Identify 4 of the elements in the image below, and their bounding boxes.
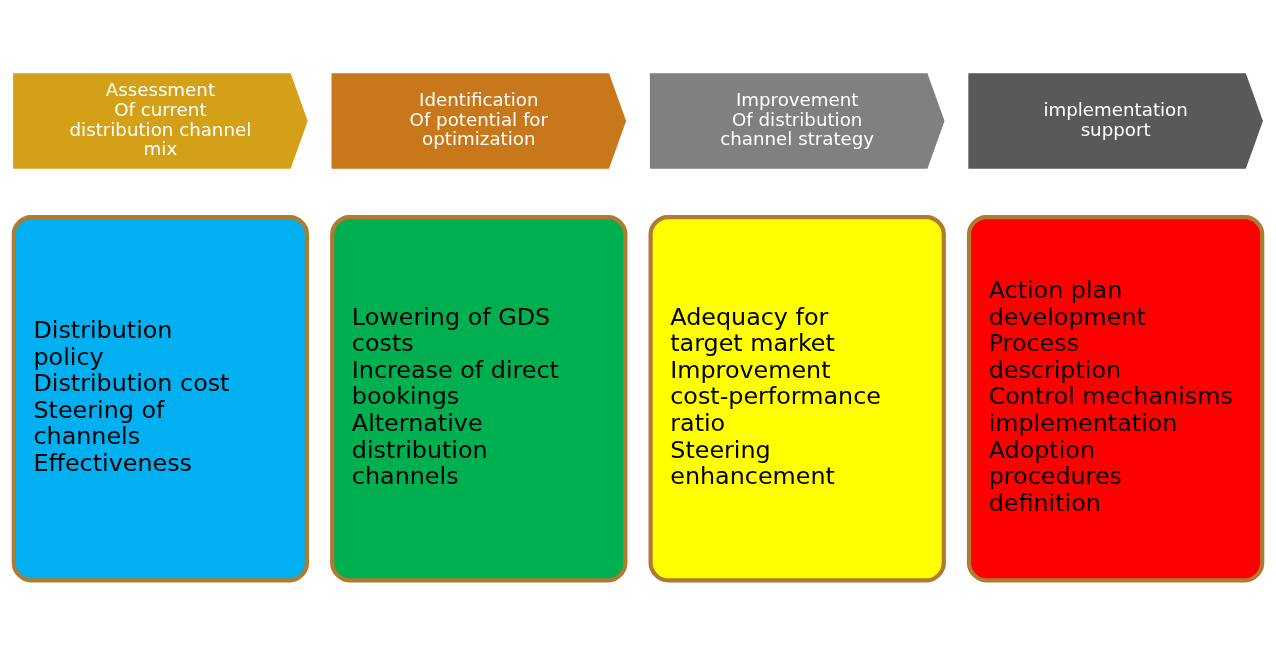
node-box: Distribution policy Distribution cost Steering of channels Effectiveness bbox=[11, 215, 310, 583]
node-box: Action plan development Process description Control mechanisms implementation Adoption procedures definition bbox=[966, 215, 1265, 583]
node-box: Adequacy for target market Improvement cost-performance ratio Steering enhancement bbox=[648, 215, 946, 583]
node-box: Lowering of GDS costs Increase of direct bookings Alternative distribution channels bbox=[330, 215, 628, 583]
